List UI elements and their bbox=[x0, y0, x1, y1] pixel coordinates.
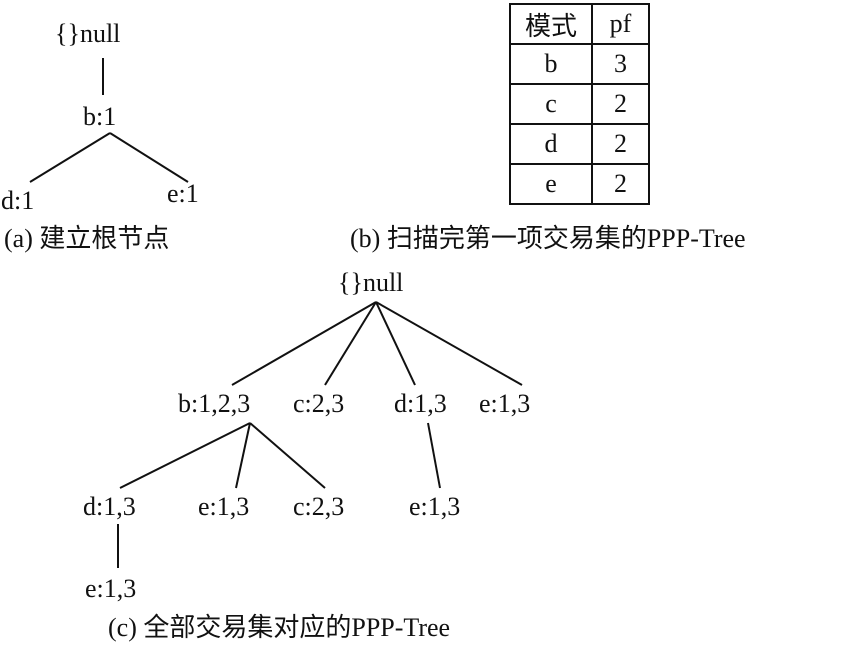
table-row: c 2 bbox=[509, 83, 650, 125]
edge-c-b-d bbox=[119, 422, 251, 489]
edge-c-root-d bbox=[375, 301, 416, 386]
edge-a-b-e bbox=[109, 132, 189, 183]
c-node-b: b:1,2,3 bbox=[178, 389, 251, 418]
table-cell: e bbox=[509, 163, 593, 205]
edge-c-b-c bbox=[249, 422, 326, 489]
table-cell: 3 bbox=[591, 43, 650, 85]
c-node-b-d: d:1,3 bbox=[83, 492, 136, 521]
edge-c-root-c bbox=[324, 301, 377, 386]
table-cell: 2 bbox=[591, 163, 650, 205]
c-node-d: d:1,3 bbox=[394, 389, 447, 418]
header-pattern: 模式 bbox=[509, 3, 593, 45]
pattern-frequency-table: 模式 pf b 3 c 2 d 2 e 2 bbox=[509, 3, 650, 205]
c-node-e: e:1,3 bbox=[479, 389, 531, 418]
edge-a-b-d bbox=[29, 132, 111, 183]
table-cell: c bbox=[509, 83, 593, 125]
edge-c-root-b bbox=[231, 301, 377, 386]
table-row: d 2 bbox=[509, 123, 650, 165]
a-root-node: {}null bbox=[55, 19, 121, 48]
table-cell: 2 bbox=[591, 83, 650, 125]
c-node-c: c:2,3 bbox=[293, 389, 345, 418]
c-node-b-d-e: e:1,3 bbox=[85, 574, 137, 603]
c-node-d-e: e:1,3 bbox=[409, 492, 461, 521]
a-node-d: d:1 bbox=[1, 186, 35, 215]
table-cell: b bbox=[509, 43, 593, 85]
table-cell: d bbox=[509, 123, 593, 165]
caption-c: (c) 全部交易集对应的PPP-Tree bbox=[108, 613, 451, 642]
c-node-b-e: e:1,3 bbox=[198, 492, 250, 521]
c-root-node: {}null bbox=[338, 268, 404, 297]
edge-c-b-e bbox=[235, 422, 251, 489]
table-row: b 3 bbox=[509, 43, 650, 85]
table-cell: 2 bbox=[591, 123, 650, 165]
table-header-row: 模式 pf bbox=[509, 3, 650, 45]
c-node-b-c: c:2,3 bbox=[293, 492, 345, 521]
caption-a: (a) 建立根节点 bbox=[4, 224, 170, 253]
table-row: e 2 bbox=[509, 163, 650, 205]
edge-c-d-e bbox=[427, 422, 441, 489]
edge-c-root-e bbox=[375, 301, 523, 386]
a-node-b: b:1 bbox=[83, 102, 117, 131]
caption-b: (b) 扫描完第一项交易集的PPP-Tree bbox=[350, 224, 746, 253]
a-node-e: e:1 bbox=[167, 179, 199, 208]
header-pf: pf bbox=[591, 3, 650, 45]
